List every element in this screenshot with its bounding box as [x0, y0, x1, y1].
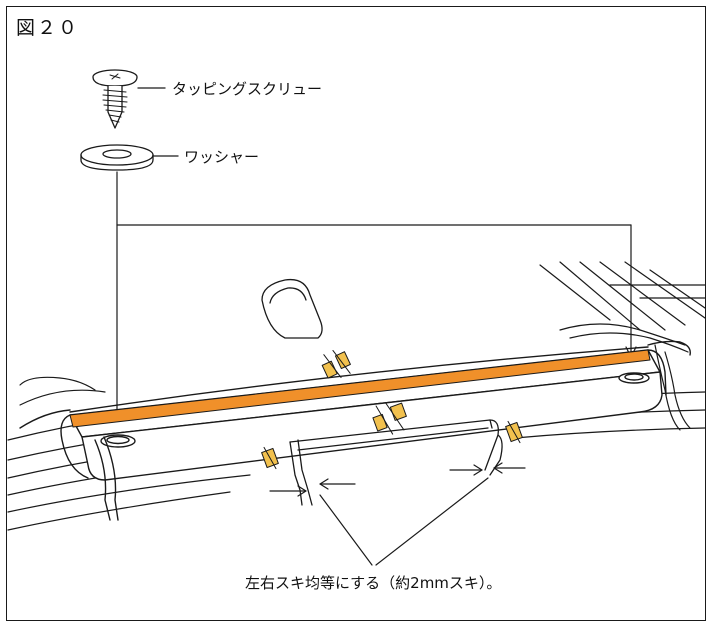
figure-title: 図２０ [16, 17, 80, 39]
tape-pieces [261, 349, 523, 470]
gap-note-label: 左右スキ均等にする（約2mmスキ）。 [245, 574, 502, 592]
adhesive-strip [69, 349, 651, 428]
gap-dimension-arrows [269, 462, 526, 497]
screw-label: タッピングスクリュー [172, 80, 323, 98]
figure-frame [6, 6, 706, 621]
note-leader-lines [319, 477, 489, 566]
washer-icon [80, 144, 154, 171]
tapping-screw-icon [92, 69, 138, 129]
spoiler [19, 340, 691, 521]
antenna-fin-icon [261, 278, 323, 339]
center-handle [289, 419, 503, 506]
washer-label: ワッシャー [184, 148, 260, 166]
